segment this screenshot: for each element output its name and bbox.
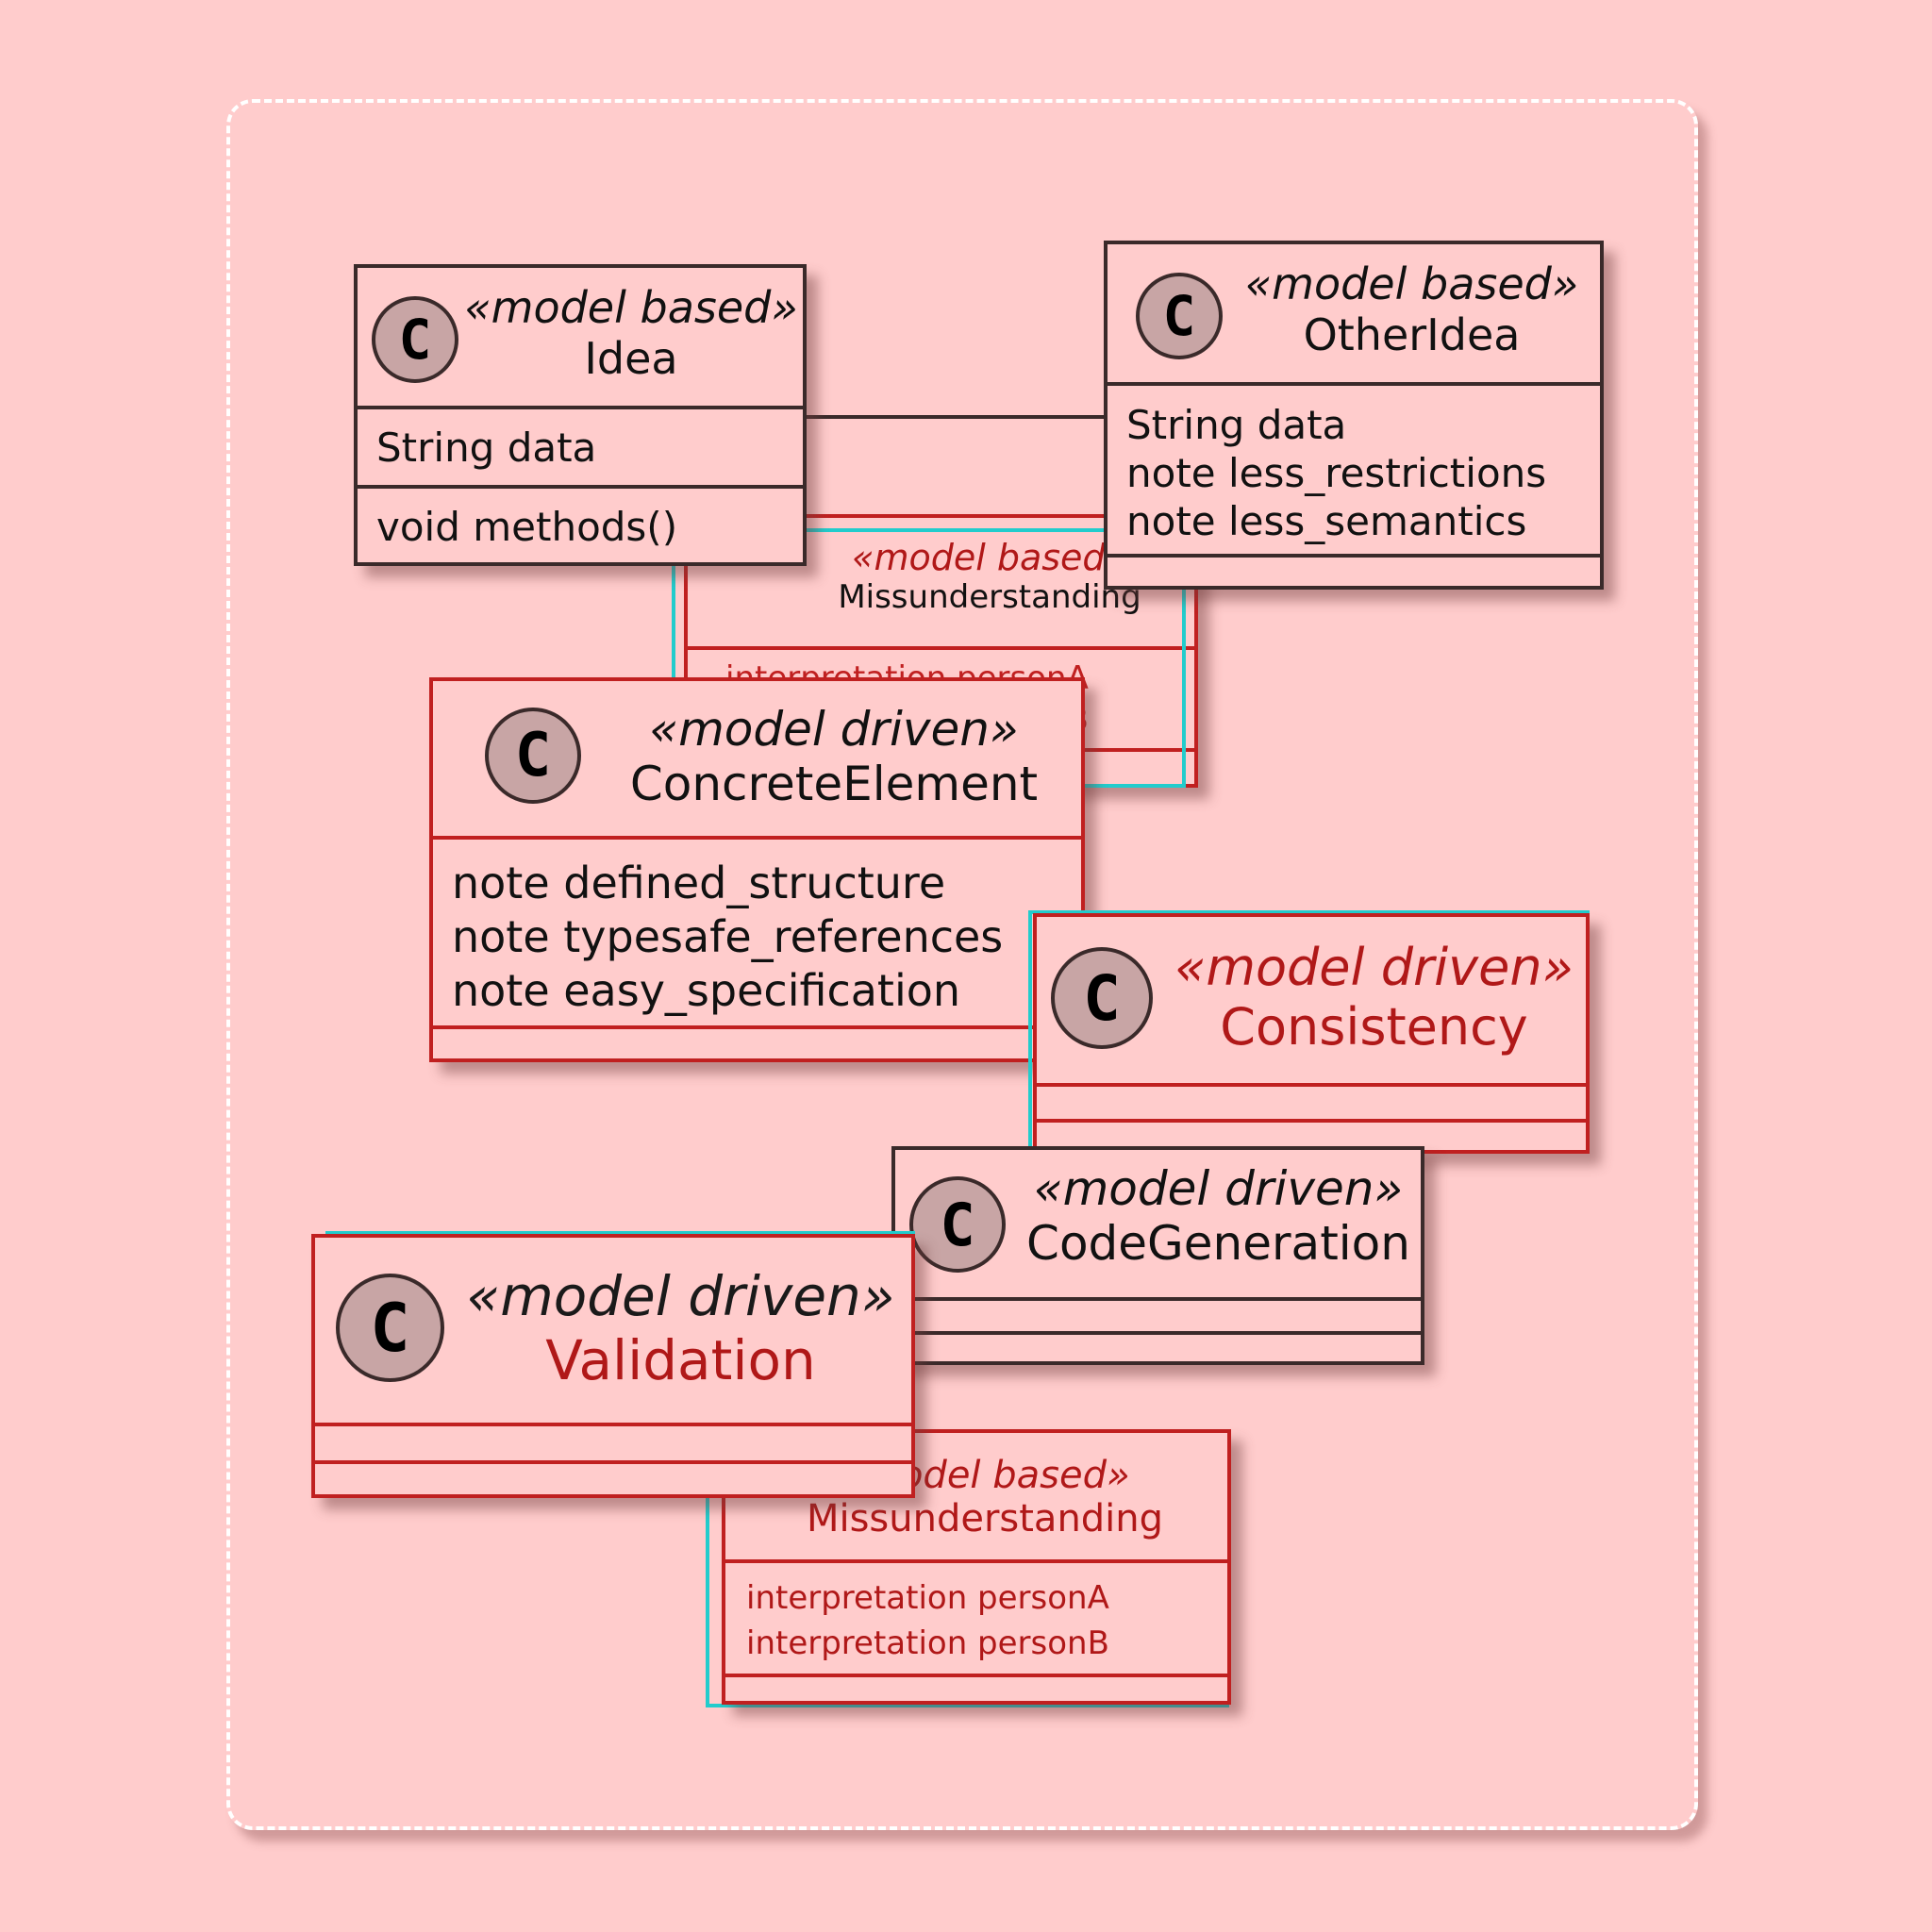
class-methods bbox=[315, 1464, 911, 1494]
attribute-row: note typesafe_references bbox=[452, 911, 1004, 963]
class-concreteelement[interactable]: C «model driven» ConcreteElement note de… bbox=[429, 677, 1085, 1062]
class-name: CodeGeneration bbox=[1026, 1216, 1410, 1271]
attribute-row: interpretation personB bbox=[746, 1624, 1109, 1662]
class-badge-icon: C bbox=[1051, 947, 1153, 1049]
class-methods bbox=[433, 1029, 1081, 1058]
class-stereotype: «model driven» bbox=[466, 1264, 895, 1328]
class-codegeneration[interactable]: C «model driven» CodeGeneration bbox=[891, 1146, 1424, 1365]
class-consistency[interactable]: C «model driven» Consistency bbox=[1033, 913, 1590, 1154]
class-attributes: interpretation personA interpretation pe… bbox=[725, 1563, 1227, 1678]
class-badge-icon: C bbox=[372, 296, 458, 383]
class-attributes: String data note less_restrictions note … bbox=[1108, 386, 1600, 558]
class-name: Idea bbox=[584, 333, 678, 384]
class-name: OtherIdea bbox=[1303, 309, 1521, 360]
class-badge-icon: C bbox=[1136, 273, 1223, 359]
attribute-row: String data bbox=[376, 425, 597, 471]
class-stereotype: «model based» bbox=[464, 282, 798, 333]
attribute-row: interpretation personA bbox=[746, 1579, 1109, 1617]
class-badge-icon: C bbox=[485, 708, 581, 804]
class-attributes bbox=[1037, 1087, 1586, 1123]
attribute-row: note easy_specification bbox=[452, 965, 961, 1017]
class-stereotype: «model driven» bbox=[649, 702, 1019, 757]
class-stereotype: «model driven» bbox=[1174, 938, 1574, 997]
class-validation[interactable]: C «model driven» Validation bbox=[311, 1234, 915, 1498]
method-row: void methods() bbox=[376, 504, 678, 550]
class-header: C «model driven» ConcreteElement bbox=[433, 681, 1081, 840]
class-attributes: note defined_structure note typesafe_ref… bbox=[433, 840, 1081, 1030]
class-header: C «model driven» CodeGeneration bbox=[895, 1150, 1421, 1301]
class-header: «model based» Missunderstanding bbox=[688, 518, 1194, 650]
class-methods: void methods() bbox=[358, 489, 803, 561]
class-name: ConcreteElement bbox=[629, 757, 1039, 811]
class-attributes bbox=[315, 1426, 911, 1464]
class-badge-icon: C bbox=[336, 1274, 444, 1382]
association-idea-otheridea bbox=[807, 415, 1104, 419]
class-methods bbox=[1108, 558, 1600, 582]
class-header: C «model driven» Validation bbox=[315, 1238, 911, 1426]
class-attributes: String data bbox=[358, 409, 803, 489]
class-methods bbox=[725, 1677, 1227, 1704]
class-name: Validation bbox=[545, 1328, 816, 1392]
class-stereotype: «model driven» bbox=[1033, 1161, 1404, 1216]
class-name: Missunderstanding bbox=[806, 1497, 1164, 1541]
class-badge-icon: C bbox=[909, 1176, 1006, 1273]
class-attributes bbox=[895, 1301, 1421, 1335]
class-header: C «model based» Idea bbox=[358, 268, 803, 409]
class-stereotype: «model based» bbox=[1244, 258, 1579, 309]
class-otheridea[interactable]: C «model based» OtherIdea String data no… bbox=[1104, 241, 1604, 590]
class-header: C «model based» OtherIdea bbox=[1108, 244, 1600, 386]
class-methods bbox=[895, 1335, 1421, 1361]
attribute-row: note defined_structure bbox=[452, 858, 946, 908]
attribute-row: String data bbox=[1126, 402, 1347, 448]
attribute-row: note less_semantics bbox=[1126, 498, 1527, 545]
class-header: C «model driven» Consistency bbox=[1037, 917, 1586, 1087]
attribute-row: note less_restrictions bbox=[1126, 450, 1547, 497]
class-name: Missunderstanding bbox=[838, 578, 1141, 616]
class-name: Consistency bbox=[1220, 997, 1528, 1057]
class-stereotype: «model based» bbox=[851, 537, 1127, 578]
class-idea[interactable]: C «model based» Idea String data void me… bbox=[354, 264, 807, 566]
